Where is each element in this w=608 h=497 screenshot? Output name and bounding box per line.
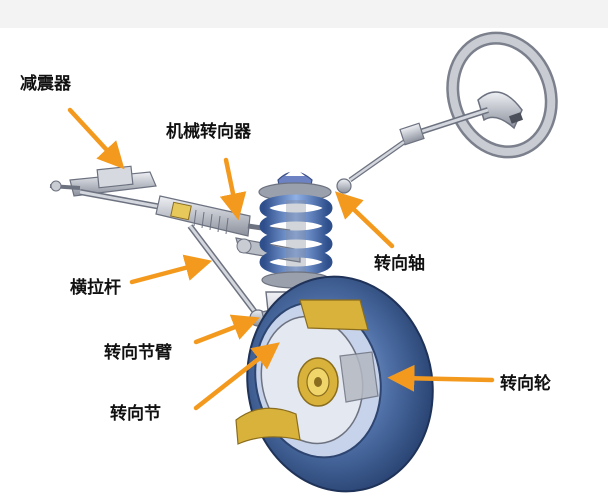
label-steering-shaft: 转向轴: [374, 256, 425, 273]
arrow-steering-shaft: [344, 200, 392, 246]
steering-wheel: [437, 24, 567, 166]
arrow-knuckle-arm: [196, 322, 248, 342]
label-steering-gear: 机械转向器: [166, 124, 251, 141]
arrow-tie-rod: [132, 264, 200, 282]
label-knuckle-arm: 转向节臂: [104, 345, 172, 362]
steering-rack: [80, 192, 290, 236]
coil-spring: [259, 168, 331, 288]
arrow-shock-absorber: [70, 110, 116, 160]
label-knuckle: 转向节: [110, 406, 161, 423]
label-shock-absorber: 减震器: [20, 76, 71, 93]
wheel-hub: [298, 358, 338, 406]
arrow-steered-wheel: [400, 378, 492, 380]
label-tie-rod: 横拉杆: [70, 280, 121, 297]
label-steered-wheel: 转向轮: [500, 376, 551, 393]
arrow-steering-gear: [226, 160, 236, 208]
shock-absorber: [50, 166, 156, 196]
